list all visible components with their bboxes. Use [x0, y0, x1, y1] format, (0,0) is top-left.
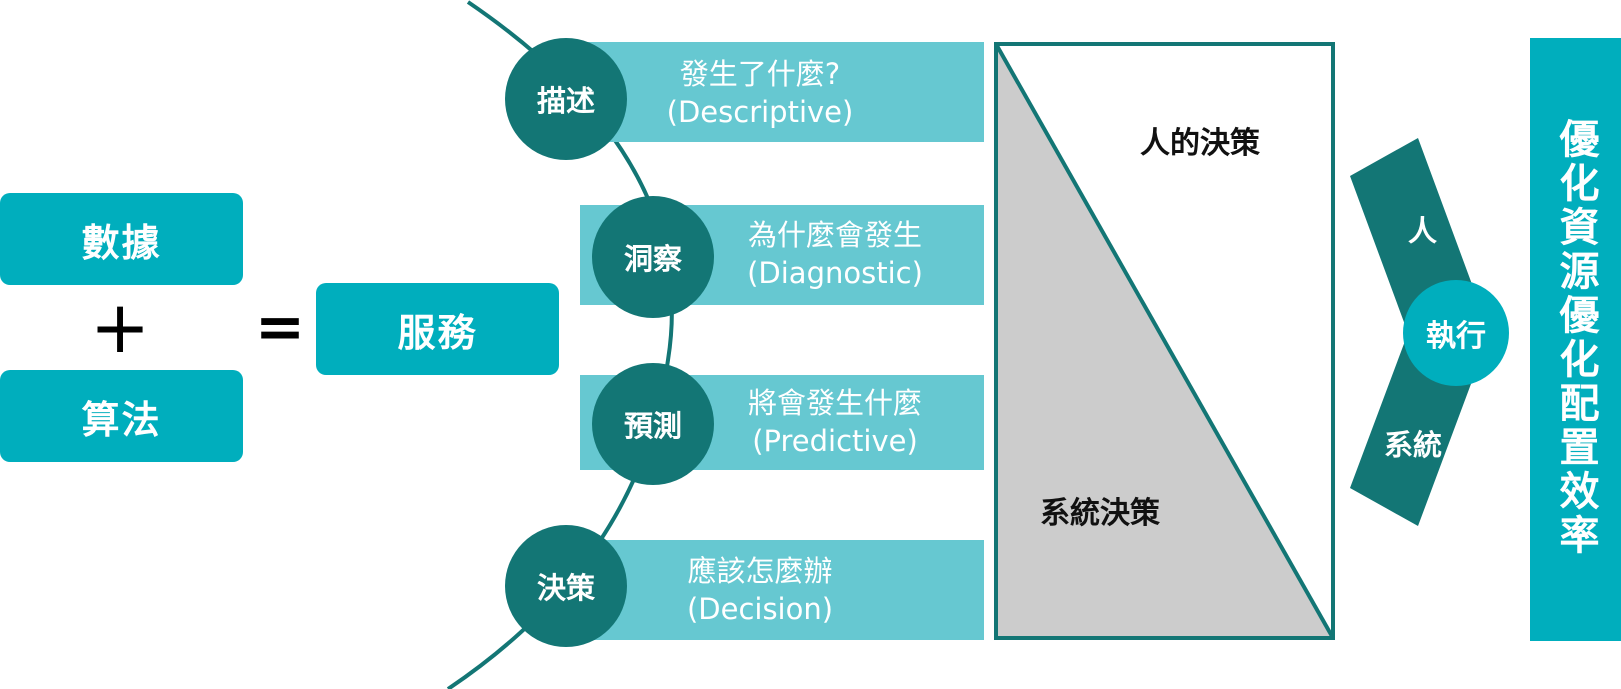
- execution-circle: 執行: [1403, 280, 1509, 386]
- stage-text-descriptive: 發生了什麼? (Descriptive): [600, 55, 920, 131]
- outcome-label: 優化資源優化配置效率: [1552, 118, 1599, 558]
- stage-title: 將會發生什麼: [747, 386, 922, 420]
- service-label: 服務: [397, 310, 478, 355]
- decision-split-box: [994, 42, 1335, 640]
- outcome-box: 優化資源優化配置效率: [1530, 38, 1621, 641]
- data-label: 數據: [81, 220, 162, 265]
- stage-subtitle: (Decision): [686, 592, 834, 626]
- stage-title: 應該怎麼辦: [687, 554, 833, 588]
- stage-title: 發生了什麼?: [679, 57, 841, 91]
- stage-circle-diagnostic: 洞察: [592, 196, 714, 318]
- stage-subtitle: (Predictive): [752, 424, 918, 458]
- service-box: 服務: [316, 283, 559, 375]
- data-box: 數據: [0, 193, 243, 285]
- stage-circle-predictive: 預測: [592, 363, 714, 485]
- stage-text-diagnostic: 為什麼會發生 (Diagnostic): [675, 216, 995, 292]
- stage-subtitle: (Diagnostic): [747, 256, 923, 290]
- execution-upper-label: 人: [1408, 214, 1438, 248]
- human-decision-label: 人的決策: [1140, 126, 1260, 161]
- algorithm-box: 算法: [0, 370, 243, 462]
- plus-sign: +: [89, 285, 151, 369]
- system-decision-label: 系統決策: [1040, 496, 1160, 531]
- stage-title: 為什麼會發生: [747, 218, 922, 252]
- stage-subtitle: (Descriptive): [666, 95, 854, 129]
- stage-band-descriptive: [580, 42, 984, 142]
- execution-lower-label: 系統: [1384, 428, 1443, 462]
- stage-text-predictive: 將會發生什麼 (Predictive): [675, 384, 995, 460]
- stage-text-decision: 應該怎麼辦 (Decision): [600, 552, 920, 628]
- equals-sign: =: [254, 292, 306, 362]
- algorithm-label: 算法: [81, 397, 162, 442]
- stage-band-decision: [580, 540, 984, 640]
- stage-circle-descriptive: 描述: [505, 38, 627, 160]
- stage-circle-decision: 決策: [505, 525, 627, 647]
